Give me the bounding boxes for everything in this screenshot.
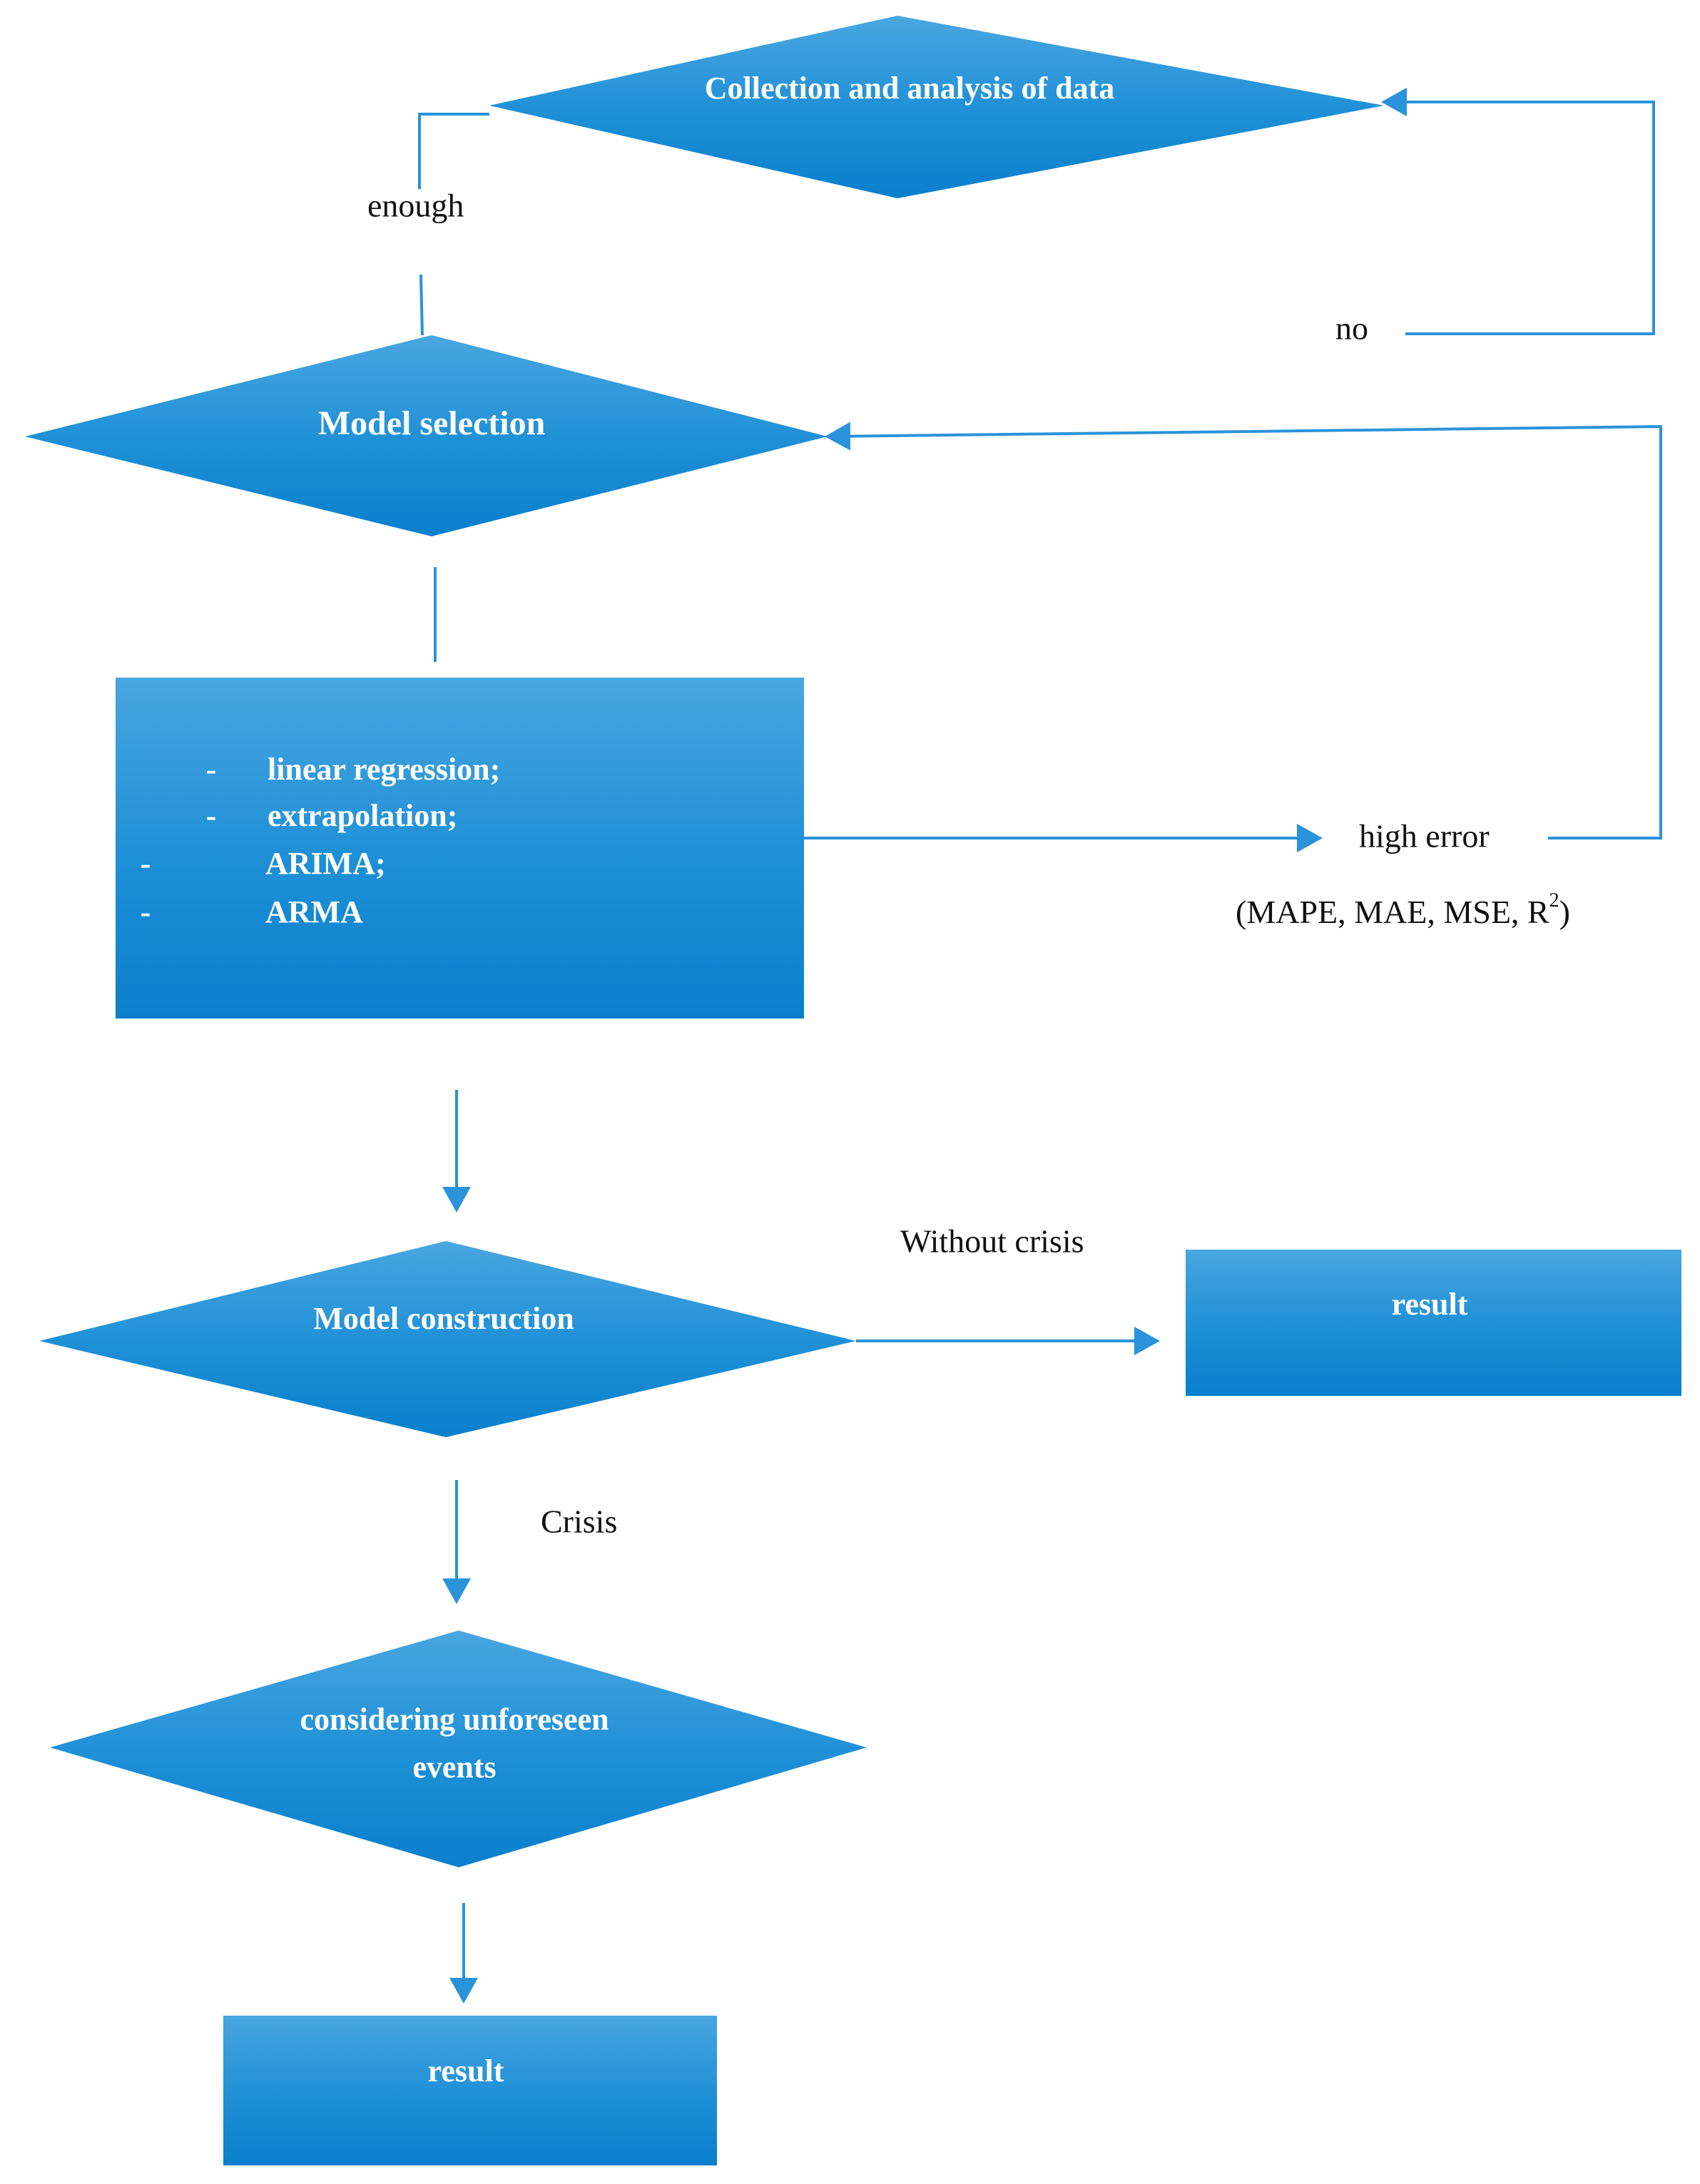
connector-no-loop: [1381, 88, 1655, 335]
result-right-box: result: [1186, 1250, 1681, 1396]
methods-bullet-2: -: [206, 798, 217, 833]
connectors: [418, 88, 1662, 2004]
label-crisis: Crisis: [541, 1504, 617, 1540]
methods-item-4: ARMA: [265, 894, 363, 929]
label-enough: enough: [367, 188, 464, 224]
methods-shape: [116, 678, 804, 1019]
methods-bullet-4: -: [141, 894, 151, 929]
label-no: no: [1335, 310, 1368, 347]
methods-box: - linear regression; - extrapolation; - …: [116, 678, 804, 1019]
label-high-error: high error: [1359, 818, 1490, 854]
model-selection-diamond: Model selection: [25, 335, 828, 536]
model-selection-shape: [25, 335, 828, 536]
methods-bullet-3: -: [141, 846, 151, 881]
model-selection-label: Model selection: [318, 404, 546, 442]
methods-item-2: extrapolation;: [268, 798, 457, 833]
label-metrics-main: (MAPE, MAE, MSE, R: [1236, 894, 1549, 930]
methods-item-1: linear regression;: [268, 752, 500, 787]
collection-diamond: Collection and analysis of data: [489, 16, 1384, 198]
collection-label: Collection and analysis of data: [705, 71, 1115, 106]
unforeseen-shape: [50, 1631, 867, 1867]
label-metrics-close: ): [1559, 894, 1570, 930]
model-construction-diamond: Model construction: [39, 1241, 856, 1437]
result-right-shape: [1186, 1250, 1681, 1396]
result-bottom-label: result: [428, 2053, 504, 2088]
result-bottom-box: result: [223, 2016, 717, 2165]
methods-item-3: ARIMA;: [265, 846, 386, 881]
unforeseen-diamond: considering unforeseen events: [50, 1631, 867, 1867]
collection-shape: [489, 16, 1384, 198]
label-without-crisis: Without crisis: [900, 1223, 1084, 1260]
edge-labels: enough no high error (MAPE, MAE, MSE, R2…: [367, 188, 1570, 1540]
model-construction-shape: [39, 1241, 856, 1437]
connector-enough-top: [418, 113, 489, 189]
connector-enough-bottom: [419, 274, 424, 336]
label-metrics: (MAPE, MAE, MSE, R2): [1236, 889, 1570, 929]
connector-high-error-loop: [825, 422, 1662, 840]
unforeseen-label-line1: considering unforeseen: [300, 1702, 609, 1737]
label-metrics-sup: 2: [1549, 889, 1559, 912]
result-bottom-shape: [223, 2016, 717, 2165]
result-right-label: result: [1392, 1287, 1468, 1322]
methods-bullet-1: -: [206, 752, 217, 787]
model-construction-label: Model construction: [313, 1301, 574, 1336]
unforeseen-label-line2: events: [412, 1750, 496, 1785]
